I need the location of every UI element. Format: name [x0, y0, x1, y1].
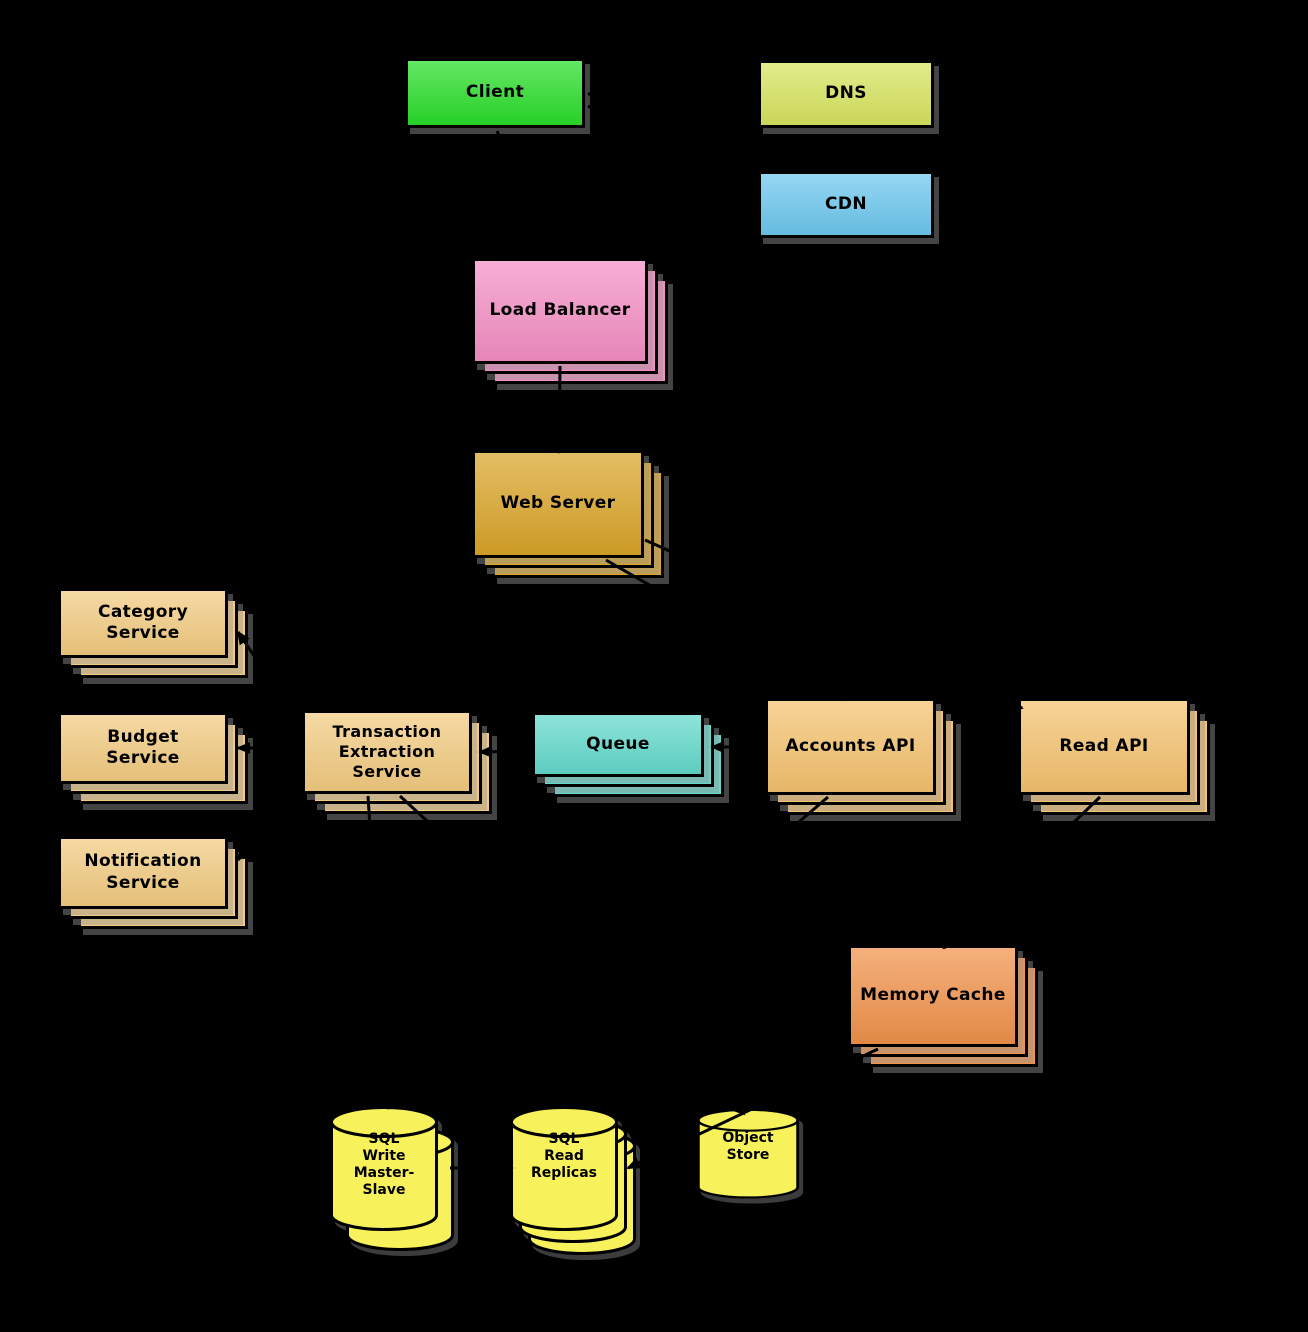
node-dns: DNS: [758, 60, 934, 128]
node-sql-read-replicas: SQL Read Replicas: [508, 1105, 640, 1259]
node-budget-service: Budget Service: [58, 712, 248, 804]
category-service-label: Category Service: [97, 601, 189, 643]
edge-transaction-extraction-service-to-sql-write-master-slave: [366, 795, 394, 1110]
edge-web-server-to-read-api: [644, 538, 1024, 710]
cylinder-shape: [330, 1106, 438, 1231]
edge-client-to-load-balancer: [495, 130, 556, 258]
object-store-label: Object Store: [722, 1130, 774, 1164]
client-label: Client: [465, 82, 525, 103]
queue-label: Queue: [586, 733, 650, 754]
node-client: Client: [405, 58, 585, 128]
read-api-label: Read API: [1059, 735, 1149, 756]
budget-service-label: Budget Service: [106, 726, 180, 768]
edge-web-server-to-accounts-api: [605, 558, 850, 702]
node-accounts-api: Accounts API: [765, 698, 956, 815]
edge-accounts-api-to-sql-write-master-slave: [450, 795, 829, 1122]
edge-transaction-extraction-service-to-object-store: [398, 794, 746, 1116]
node-category-service: Category Service: [58, 588, 248, 678]
memory-cache-label: Memory Cache: [860, 985, 1006, 1006]
node-load-balancer: Load Balancer: [472, 258, 668, 384]
sql-write-master-slave-label: SQL Write Master- Slave: [353, 1131, 415, 1199]
notification-service-label: Notification Service: [84, 851, 202, 893]
load-balancer-label: Load Balancer: [489, 300, 631, 321]
node-web-server: Web Server: [472, 450, 664, 578]
accounts-api-label: Accounts API: [785, 735, 916, 756]
cdn-label: CDN: [824, 193, 867, 214]
edge-client-to-cdn: [587, 104, 758, 204]
node-notification-service: Notification Service: [58, 836, 248, 929]
sql-read-replicas-label: SQL Read Replicas: [531, 1131, 597, 1182]
edge-read-api-to-memory-cache: [942, 795, 1102, 950]
web-server-label: Web Server: [500, 493, 616, 514]
node-cdn: CDN: [758, 171, 934, 238]
transaction-extraction-service-label: Transaction Extraction Service: [332, 722, 442, 781]
dns-label: DNS: [825, 83, 867, 104]
node-sql-write-master-slave: SQL Write Master- Slave: [328, 1105, 460, 1257]
node-memory-cache: Memory Cache: [848, 945, 1038, 1067]
node-transaction-extraction-service: Transaction Extraction Service: [302, 710, 492, 814]
node-object-store: Object Store: [695, 1108, 801, 1200]
node-read-api: Read API: [1018, 698, 1210, 815]
node-queue: Queue: [532, 712, 724, 797]
